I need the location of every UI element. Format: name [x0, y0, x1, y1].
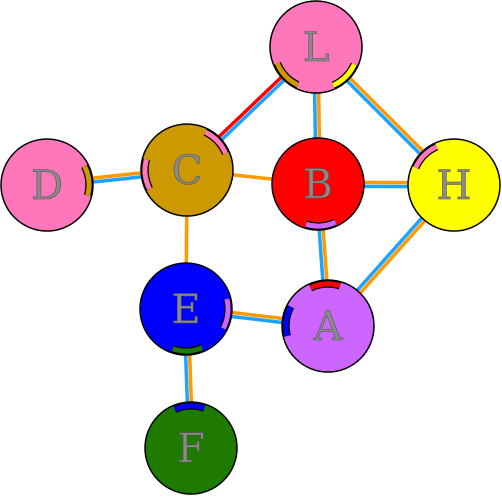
edge-strand [317, 227, 325, 283]
edge-strand [316, 90, 322, 141]
port-mark-A-E [283, 305, 294, 337]
edge-L-B [312, 90, 322, 141]
edge-strand [347, 75, 426, 154]
edge-E-A [229, 310, 285, 325]
port-mark-L-H [332, 63, 357, 88]
edge-strand [90, 174, 144, 185]
node-label-H: H [437, 163, 472, 209]
port-mark-A-B [309, 281, 341, 291]
labels-layer: L C B H D E A F [31, 25, 472, 473]
port-mark-F-E [173, 403, 206, 412]
edge-strand [344, 78, 423, 157]
port-mark-B-A [305, 219, 337, 229]
edges-layer [90, 74, 428, 405]
node-label-E: E [171, 287, 200, 333]
edge-strand [187, 352, 194, 405]
node-C [140, 123, 234, 217]
node-label-C: C [172, 148, 203, 194]
port-mark-C-L [204, 129, 228, 155]
node-D [0, 138, 94, 232]
edge-strand [321, 227, 329, 283]
edge-strand [90, 170, 144, 181]
edge-strand [357, 217, 428, 296]
node-label-D: D [31, 163, 63, 209]
edge-C-B [230, 172, 275, 182]
edge-E-F [183, 352, 194, 405]
edge-strand [230, 172, 275, 182]
edge-strand [354, 215, 425, 294]
port-mark-C-D [142, 158, 152, 191]
edge-strand [312, 90, 318, 141]
node-label-L: L [303, 25, 330, 71]
edge-L-H [344, 75, 426, 157]
node-label-B: B [303, 162, 332, 208]
edge-B-H [361, 180, 411, 189]
node-E [139, 262, 233, 356]
port-mark-D-C [82, 164, 92, 197]
edge-D-C [90, 170, 144, 185]
node-B [271, 137, 365, 231]
node-label-F: F [177, 426, 205, 472]
port-mark-L-C [275, 62, 299, 88]
edge-strand [216, 74, 284, 140]
edge-strand [229, 314, 285, 325]
marks-layer [81, 61, 439, 413]
edge-B-A [317, 227, 329, 283]
port-mark-E-A [220, 298, 231, 330]
node-H [407, 138, 501, 232]
node-L [269, 0, 363, 94]
node-F [144, 401, 238, 495]
node-label-A: A [313, 304, 344, 350]
edge-strand [183, 352, 190, 405]
node-A [281, 279, 375, 373]
edge-strand [229, 310, 285, 321]
port-mark-H-L [413, 144, 438, 169]
edge-C-L [216, 74, 287, 143]
port-mark-E-F [171, 345, 204, 354]
edge-H-A [354, 215, 428, 296]
edge-strand [219, 77, 287, 143]
